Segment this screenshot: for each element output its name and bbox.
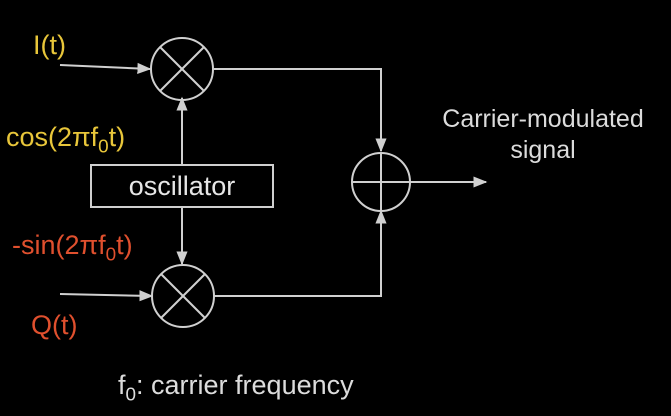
top-mixer-icon xyxy=(150,37,214,101)
i-input-label: I(t) xyxy=(33,30,66,60)
oscillator-box: oscillator xyxy=(90,164,274,208)
cos-carrier-prefix: cos(2πf xyxy=(6,122,99,152)
i-input-line xyxy=(59,62,152,75)
oscillator-label: oscillator xyxy=(128,170,236,201)
footnote-symbol: f xyxy=(118,370,126,400)
footnote-text: : carrier frequency xyxy=(136,370,354,400)
cos-carrier-subscript: 0 xyxy=(98,136,109,158)
footnote-subscript: 0 xyxy=(125,384,137,406)
sin-carrier-prefix: -sin(2πf xyxy=(12,230,106,260)
output-label: Carrier-modulated signal xyxy=(420,104,666,166)
sin-carrier-label: -sin(2πf0t) xyxy=(12,232,133,266)
cos-carrier-label: cos(2πf0t) xyxy=(6,124,125,158)
sin-carrier-suffix: t) xyxy=(116,230,133,260)
footnote: f0: carrier frequency xyxy=(118,372,354,406)
cos-carrier-suffix: t) xyxy=(108,122,126,152)
bottom-mixer-to-adder-path xyxy=(214,209,387,297)
adder-icon xyxy=(351,152,411,212)
output-label-line2: signal xyxy=(510,136,576,164)
sin-carrier-subscript: 0 xyxy=(105,244,117,266)
bottom-mixer-icon xyxy=(151,264,215,328)
output-label-line1: Carrier-modulated xyxy=(442,105,644,133)
q-input-label: Q(t) xyxy=(31,310,78,340)
q-input-line xyxy=(59,290,154,302)
top-mixer-to-adder-path xyxy=(214,68,387,153)
